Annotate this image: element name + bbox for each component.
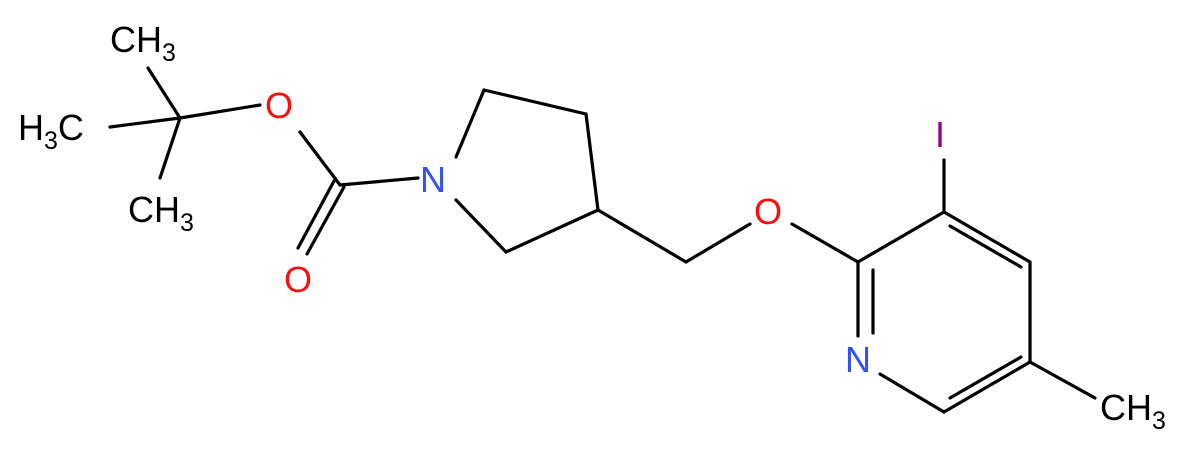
pyrrolidine-nitrogen-label: N	[420, 159, 446, 200]
methyl-right-label: CH3	[1100, 387, 1166, 435]
bond-c3py-c4py	[942, 210, 1032, 264]
ester-oxygen-label: O	[265, 85, 293, 126]
bond-c2-c3	[482, 88, 588, 116]
methyl-left-label: H3C	[18, 107, 84, 155]
bond-c3py-c4py-inner	[948, 224, 1023, 269]
bond-c2py-c3py	[856, 210, 946, 264]
methyl-low-label: CH3	[128, 189, 194, 237]
bond-c5py-c6py	[942, 360, 1032, 414]
bond-quatc-ch3-left	[108, 116, 182, 129]
bond-c3-c4	[584, 112, 600, 212]
carbonyl-oxygen-label: O	[284, 259, 312, 300]
bond-quatc-ch3-low	[158, 116, 182, 180]
bond-n-c2	[454, 88, 486, 159]
bond-c4-ch2	[596, 208, 688, 264]
bond-o-ester-carbonyl-c	[298, 130, 342, 187]
bond-c6py-n	[878, 372, 946, 414]
bond-c5py-ch3	[1028, 360, 1097, 400]
iodine-label: I	[935, 114, 945, 155]
bond-o-ether-c2py	[790, 222, 860, 264]
bond-c5-n	[454, 198, 508, 254]
bond-c5py-c6py-inner	[948, 355, 1023, 400]
bonds	[108, 66, 1097, 414]
bond-ch2-o-ether	[684, 222, 752, 264]
methyl-top-label: CH3	[110, 19, 176, 67]
bond-carbonyl-c-n	[338, 176, 420, 187]
bond-carbonyl-double-1	[305, 185, 346, 256]
bond-c4-c5	[504, 208, 600, 254]
bond-carbonyl-double-2	[296, 179, 336, 250]
ether-oxygen-label: O	[754, 191, 782, 232]
bond-quatc-o-ester	[178, 103, 262, 120]
bond-quatc-ch3-top	[146, 66, 182, 120]
pyridine-nitrogen-label: N	[845, 339, 871, 380]
atom-labels: CH3 H3C CH3 O O N O I N CH3	[18, 19, 1166, 435]
